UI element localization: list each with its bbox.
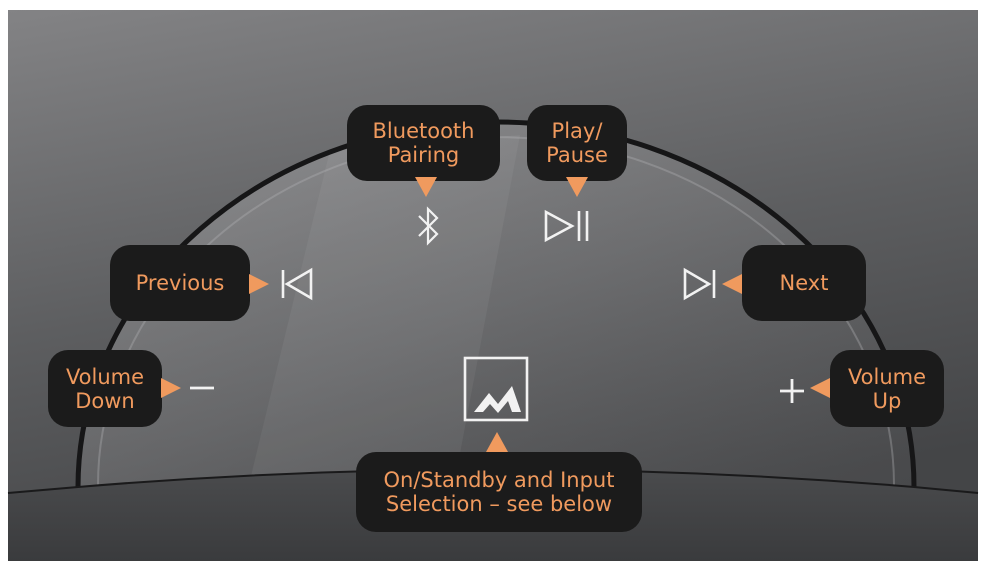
bluetooth-pairing-callout: Bluetooth Pairing (347, 105, 500, 181)
next-callout: Next (742, 245, 866, 321)
play-pause-label: Play/ Pause (546, 119, 608, 167)
standby-input-callout: On/Standby and Input Selection – see bel… (356, 452, 642, 532)
volume-up-label: Volume Up (847, 364, 927, 413)
volume-down-callout: Volume Down (48, 350, 162, 427)
bluetooth-icon[interactable] (413, 204, 443, 248)
previous-icon[interactable] (278, 266, 318, 302)
next-label: Next (779, 271, 829, 295)
volume-down-label: Volume Down (65, 364, 145, 413)
previous-callout-arrow (249, 274, 269, 294)
bluetooth-callout-arrow (415, 177, 437, 197)
previous-label: Previous (135, 271, 225, 295)
minus-icon[interactable] (186, 378, 218, 398)
next-callout-arrow (722, 274, 742, 294)
volume-down-callout-arrow (161, 378, 181, 398)
volume-up-callout-arrow (810, 378, 830, 398)
glass-reflection (250, 135, 520, 480)
play-pause-icon[interactable] (542, 206, 596, 246)
play-pause-callout: Play/ Pause (527, 105, 627, 181)
standby-input-label: On/Standby and Input Selection – see bel… (383, 468, 615, 516)
m-logo-icon[interactable] (462, 355, 532, 423)
next-icon[interactable] (680, 266, 720, 302)
glass-dome (78, 122, 914, 487)
bluetooth-pairing-label: Bluetooth Pairing (372, 119, 475, 167)
play-pause-callout-arrow (566, 177, 588, 197)
volume-up-callout: Volume Up (830, 350, 944, 427)
previous-callout: Previous (110, 245, 250, 321)
standby-callout-arrow (486, 432, 508, 452)
plus-icon[interactable] (776, 375, 808, 407)
